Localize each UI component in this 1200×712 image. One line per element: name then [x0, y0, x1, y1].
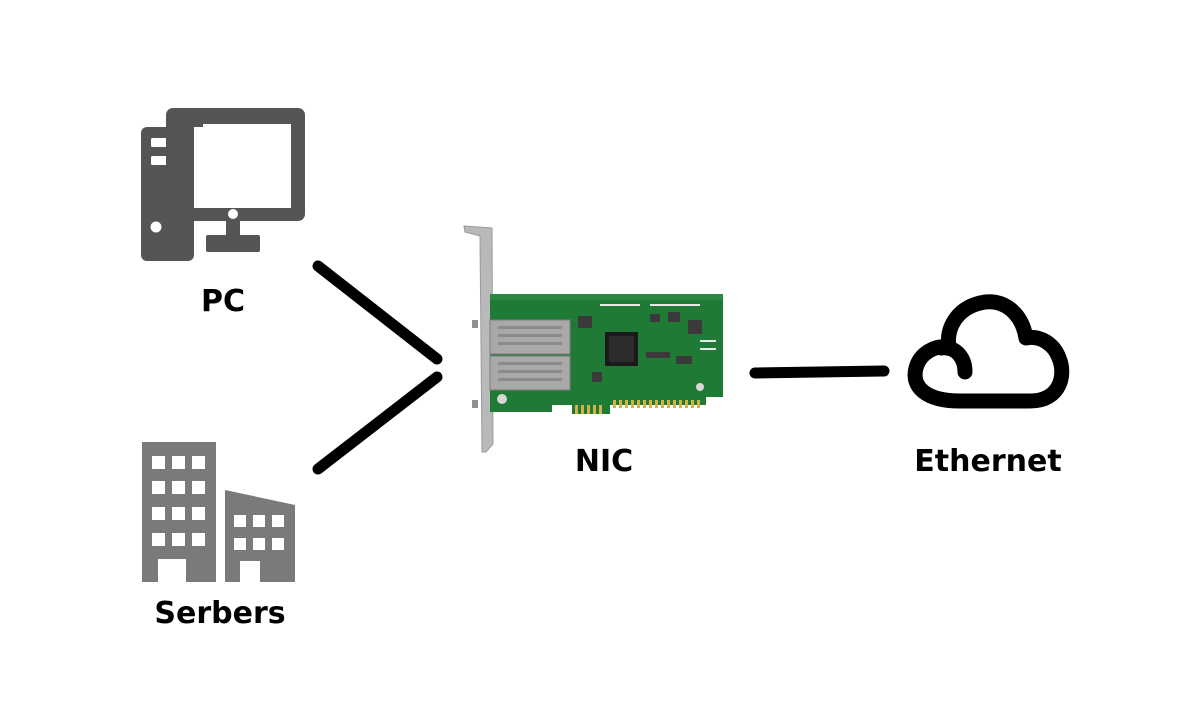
node-label-ethernet: Ethernet — [914, 444, 1062, 479]
desktop-computer-icon — [141, 108, 305, 261]
node-label-servers: Serbers — [154, 596, 286, 631]
cloud-icon — [907, 294, 1070, 409]
edge-servers-nic — [312, 371, 443, 475]
connector-lines — [312, 260, 890, 475]
buildings-icon — [142, 442, 295, 582]
node-label-nic: NIC — [574, 444, 634, 479]
edge-nic-ethernet — [749, 365, 890, 379]
edge-pc-nic — [312, 260, 443, 365]
node-label-pc: PC — [200, 284, 246, 319]
network-interface-card-image — [463, 225, 723, 453]
